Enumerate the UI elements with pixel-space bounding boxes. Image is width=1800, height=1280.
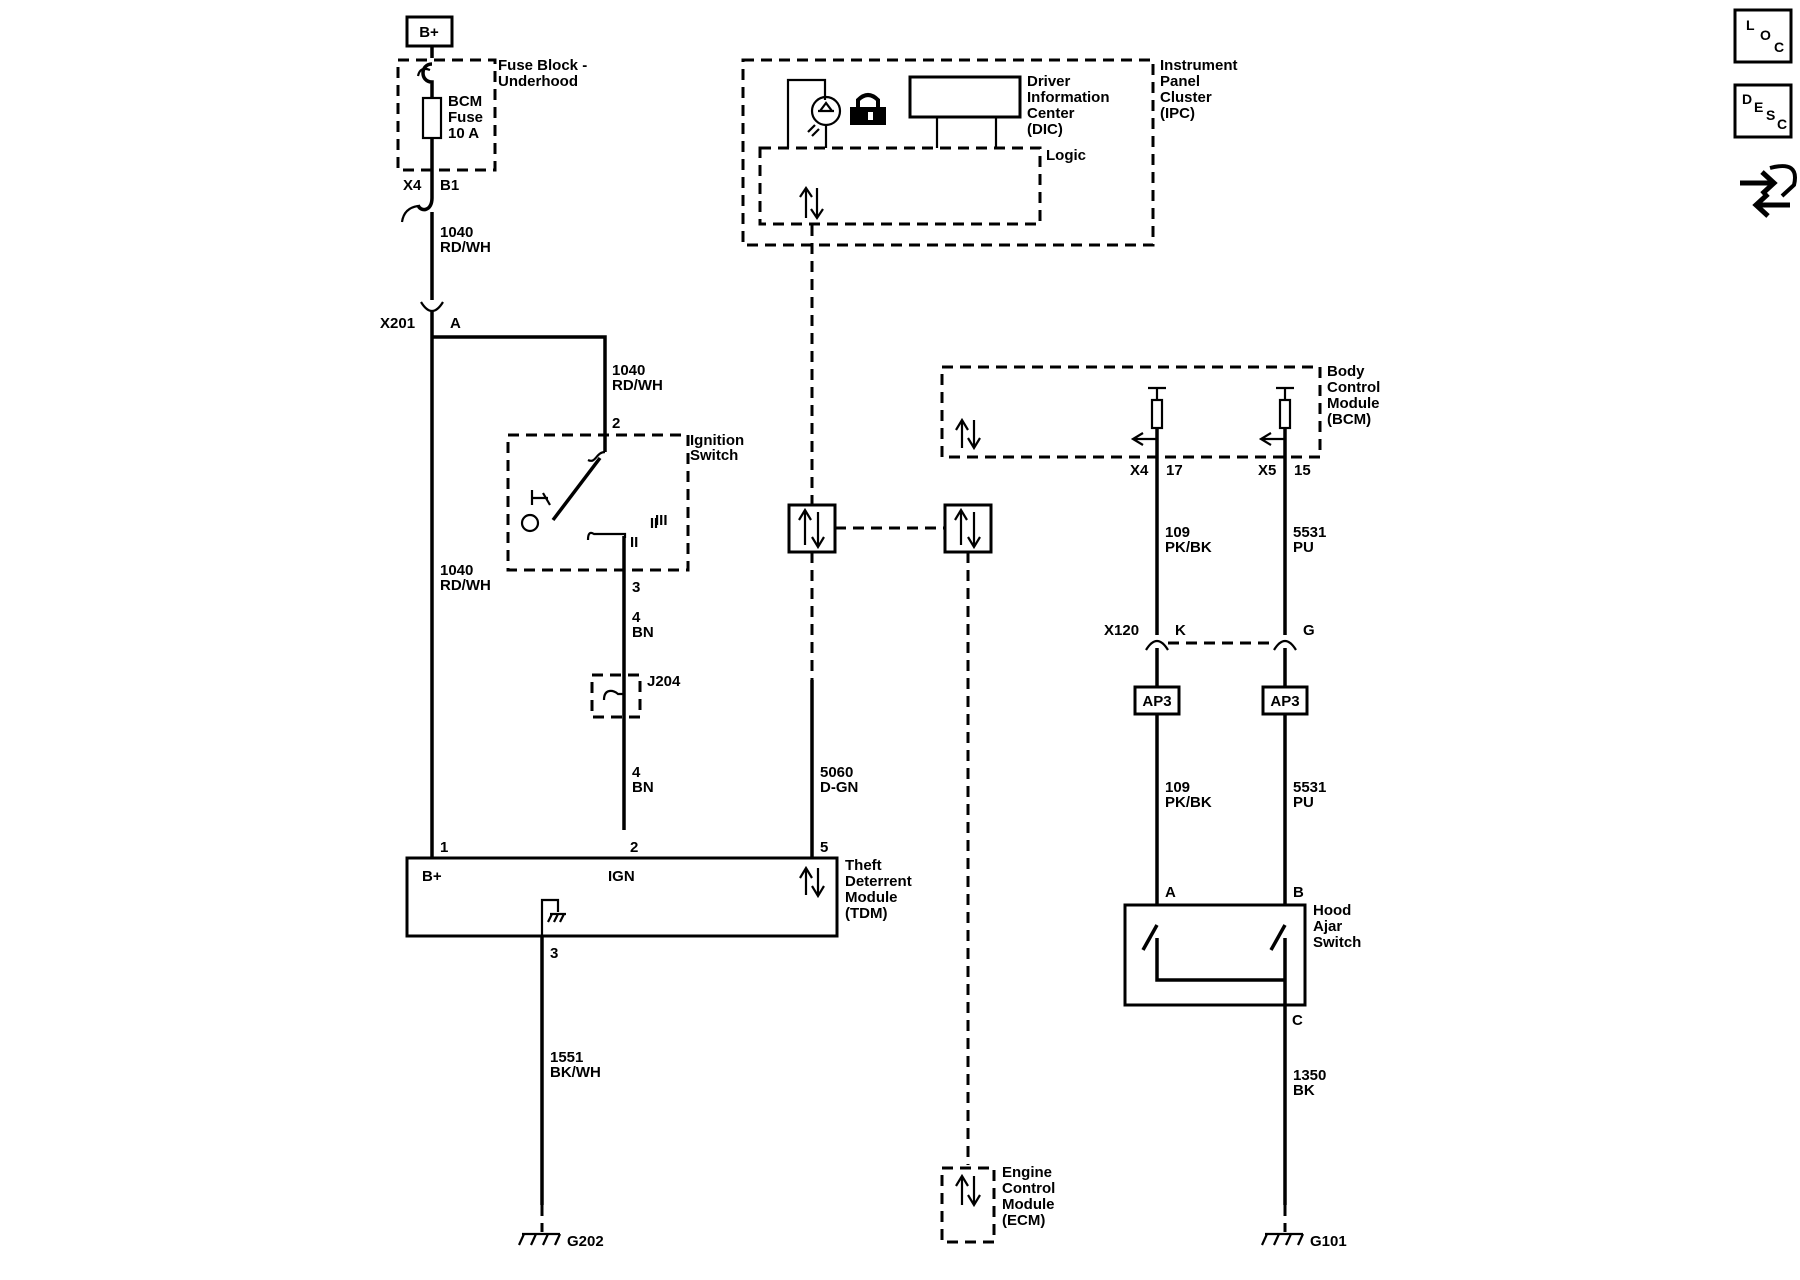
b-plus-label: B+ [419, 24, 439, 41]
key-icon [520, 513, 540, 533]
svg-text:C: C [1774, 39, 1784, 55]
fuse-block-name: Fuse Block - Underhood [498, 57, 591, 90]
svg-text:5: 5 [820, 839, 828, 856]
engine-control-module: Engine Control Module (ECM) [940, 1164, 1060, 1244]
svg-text:2: 2 [630, 839, 638, 856]
tdm-data-arrows-icon [799, 865, 825, 899]
instrument-panel-cluster: Instrument Panel Cluster (IPC) Driver In… [741, 57, 1242, 247]
ecm-name: Engine Control Module (ECM) [1002, 1164, 1060, 1229]
wire-4-lower-label: 4 BN [632, 764, 654, 796]
ap3-right: AP3 [1261, 685, 1309, 716]
bcm-fuse-icon [421, 96, 443, 140]
svg-text:Logic: Logic [1046, 147, 1086, 164]
wire-4-upper-label: 4 BN [632, 609, 654, 641]
connector-x120: X120 K G [1104, 622, 1315, 651]
ignition-switch-name: Ignition Switch [690, 432, 748, 464]
wire-109-lower-label: 109 PK/BK [1165, 779, 1212, 811]
svg-text:X5: X5 [1258, 462, 1276, 479]
loc-button[interactable]: L O C [1733, 8, 1793, 64]
svg-text:K: K [1175, 622, 1186, 639]
splice-j204: J204 [590, 673, 681, 719]
svg-text:J204: J204 [647, 673, 681, 690]
pin-b1-label: B1 [440, 177, 459, 194]
svg-text:B+: B+ [422, 868, 442, 885]
svg-text:A: A [1165, 884, 1176, 901]
svg-text:15: 15 [1294, 462, 1311, 479]
svg-text:G202: G202 [567, 1233, 604, 1250]
ipc-name: Instrument Panel Cluster (IPC) [1160, 57, 1242, 122]
dic-name: Driver Information Center (DIC) [1027, 73, 1114, 138]
svg-text:17: 17 [1166, 462, 1183, 479]
svg-text:III: III [655, 512, 668, 529]
theft-deterrent-module: 1 2 5 B+ IGN Theft Deterrent Module (TDM… [405, 839, 916, 962]
bcm-fuse-label: BCM Fuse 10 A [448, 93, 487, 142]
connector-x4-label: X4 [403, 177, 422, 194]
pullup-resistor-icon [1278, 398, 1292, 430]
svg-text:3: 3 [550, 945, 558, 962]
wire-5060-label: 5060 D-GN [820, 764, 858, 796]
desc-button[interactable]: D E S C [1733, 83, 1793, 139]
body-control-module: Body Control Module (BCM) X4 17 X5 15 [940, 363, 1385, 479]
wire-1040-right [432, 335, 607, 452]
svg-text:L: L [1746, 17, 1755, 33]
serial-data-connector-left [787, 503, 837, 554]
svg-text:E: E [1754, 99, 1763, 115]
wire-1551-label: 1551 BK/WH [550, 1049, 601, 1081]
svg-text:D: D [1742, 91, 1752, 107]
svg-text:IGN: IGN [608, 868, 635, 885]
serial-data-connector-right [943, 503, 993, 554]
ground-g101-icon: G101 [1260, 1232, 1347, 1250]
connector-x201: X201 A [380, 301, 461, 332]
hood-ajar-name: Hood Ajar Switch [1313, 902, 1361, 951]
svg-text:A: A [450, 315, 461, 332]
wire-109-upper-label: 109 PK/BK [1165, 524, 1212, 556]
svg-text:X4: X4 [1130, 462, 1149, 479]
svg-text:O: O [1760, 27, 1771, 43]
wire-1350-label: 1350 BK [1293, 1067, 1331, 1099]
ground-g202-icon: G202 [517, 1232, 604, 1250]
svg-text:X201: X201 [380, 315, 415, 332]
connector-arrows-icon[interactable] [1740, 164, 1797, 218]
chassis-ground-icon [547, 912, 566, 923]
pullup-resistor-icon [1150, 398, 1164, 430]
bcm-data-arrows-icon [955, 417, 981, 451]
svg-text:1: 1 [440, 839, 448, 856]
svg-text:G: G [1303, 622, 1315, 639]
wire-1040-right-label: 1040 RD/WH [612, 362, 663, 394]
wire-1040-left-label: 1040 RD/WH [440, 562, 491, 594]
bcm-name: Body Control Module (BCM) [1327, 363, 1385, 428]
ignition-switch: 2 Ignition Switch III II 3 [506, 415, 748, 830]
svg-text:AP3: AP3 [1270, 693, 1299, 710]
wire-5531-upper-label: 5531 PU [1293, 524, 1331, 556]
tdm-name: Theft Deterrent Module (TDM) [845, 857, 916, 922]
svg-text:AP3: AP3 [1142, 693, 1171, 710]
security-lock-icon [850, 93, 886, 125]
svg-text:C: C [1777, 116, 1787, 132]
svg-text:S: S [1766, 107, 1775, 123]
svg-text:B: B [1293, 884, 1304, 901]
svg-text:2: 2 [612, 415, 620, 432]
wire-5531-lower-label: 5531 PU [1293, 779, 1331, 811]
svg-text:X120: X120 [1104, 622, 1139, 639]
wire-1040-top-label: 1040 RD/WH [440, 224, 491, 256]
svg-text:3: 3 [632, 579, 640, 596]
ap3-left: AP3 [1133, 685, 1181, 716]
data-arrows-icon [799, 186, 824, 220]
svg-text:C: C [1292, 1012, 1303, 1029]
fuse-block-underhood: B+ Fuse Block - Underhood BCM Fuse 10 A … [396, 15, 591, 223]
hood-ajar-switch: A B Hood Ajar Switch C [1123, 884, 1361, 1029]
svg-text:II: II [630, 534, 638, 551]
svg-text:G101: G101 [1310, 1233, 1347, 1250]
